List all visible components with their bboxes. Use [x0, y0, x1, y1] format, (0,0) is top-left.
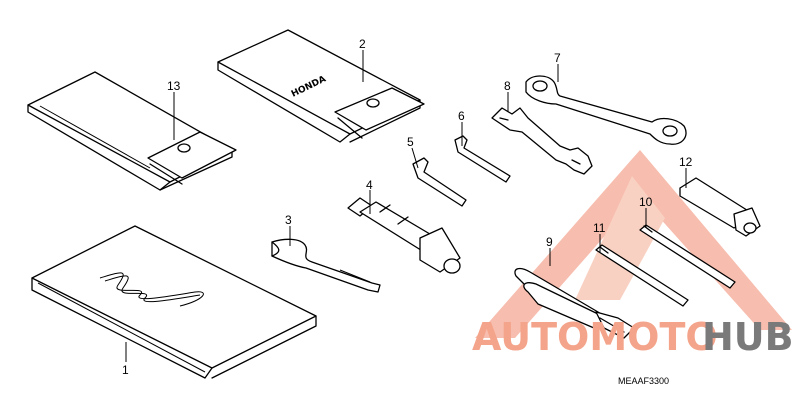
part-2-tool-bag: HONDA: [217, 29, 425, 143]
callout-2: 2: [359, 37, 366, 51]
callout-labels: 13 2 1 3 4 5 6 7 8 12 10 11 9: [122, 37, 693, 377]
callout-3: 3: [285, 213, 292, 227]
part-9-pliers: [514, 267, 635, 339]
part-8-open-end-wrench: [491, 107, 593, 175]
callout-8: 8: [504, 79, 511, 93]
watermark-text-group: AUTOMOTO HUB: [472, 315, 794, 359]
callout-4: 4: [366, 178, 373, 192]
callout-6: 6: [458, 109, 465, 123]
callout-13: 13: [167, 79, 181, 93]
part-6-hex-key: [454, 135, 511, 183]
callout-12: 12: [679, 155, 693, 169]
diagram-code: MEAAF3300: [618, 376, 669, 386]
callout-10: 10: [639, 195, 653, 209]
watermark-text-hub: HUB: [702, 315, 794, 359]
leader-lines: [125, 50, 687, 362]
part-7-box-wrench: [525, 75, 687, 145]
part-12-screwdriver-handle: [679, 177, 761, 237]
watermark-logo: [475, 150, 792, 338]
callout-11: 11: [593, 221, 606, 235]
part-1-document-sheet: [31, 225, 317, 379]
part-5-hex-key: [412, 157, 467, 207]
part-3-pin-spanner: [271, 238, 381, 293]
part-10-screwdriver: [639, 224, 736, 289]
part-4-plug-wrench: [347, 197, 461, 274]
watermark-text-automoto: AUTOMOTO: [472, 315, 718, 359]
callout-9: 9: [546, 235, 553, 249]
callout-5: 5: [407, 135, 414, 149]
callout-7: 7: [554, 51, 561, 65]
callout-1: 1: [122, 363, 129, 377]
part-13-tool-bag: [27, 71, 237, 191]
